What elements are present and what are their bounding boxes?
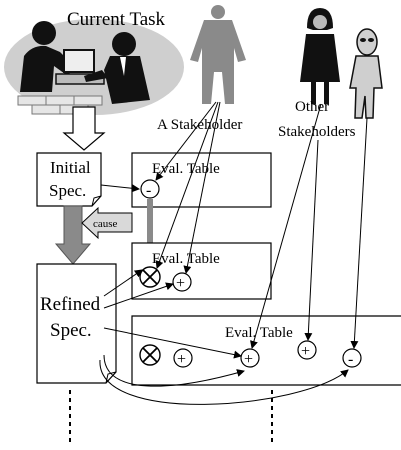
- eval-table-2-title: Eval. Table: [152, 251, 220, 267]
- other-stakeholders-line1: Other: [295, 99, 329, 115]
- crossed-circle-x-icon: [142, 347, 158, 363]
- minus-symbol-1: -: [146, 182, 151, 199]
- initial-to-refined-arrow: [54, 205, 92, 265]
- initial-spec-dog-ear: [91, 195, 102, 207]
- refined-to-cross-arrow: [103, 269, 143, 297]
- plus-symbol-table3-b: +: [244, 351, 253, 368]
- minus-symbol-table3: -: [348, 351, 353, 368]
- alien-to-minus-arrow: [350, 117, 368, 349]
- man-shirt-icon: [120, 57, 126, 76]
- current-task-illustration: Current Task: [4, 9, 184, 115]
- man-body-icon: [104, 56, 150, 104]
- initial-spec-line2: Spec.: [49, 181, 86, 200]
- stakeholder-to-plus-arrow: [183, 101, 221, 274]
- spec-to-minus-arrow: [100, 184, 140, 193]
- crossed-circle-x-icon: [142, 269, 158, 285]
- woman-to-plus3-arrow: [250, 103, 322, 349]
- eval-table-3: [131, 315, 401, 386]
- plus-circle-icon: [172, 272, 192, 292]
- stakeholder-figure-icon: [190, 5, 246, 104]
- others-to-plus-arrow: [304, 139, 319, 341]
- stakeholder-to-cross-arrow: [155, 101, 219, 269]
- refined-spec-line1: Refined: [40, 294, 101, 315]
- other-stakeholders-line2: Stakeholders: [278, 124, 356, 140]
- woman-head-icon: [32, 21, 56, 45]
- plus-symbol-table3-a: +: [177, 351, 186, 368]
- minus-circle-icon: [342, 348, 362, 368]
- computer-keyboard-icon: [55, 73, 105, 85]
- a-stakeholder-label: A Stakeholder: [157, 117, 242, 133]
- man-arm-icon: [84, 70, 108, 82]
- connector-arrows: [99, 101, 368, 405]
- task-to-spec-arrow: [62, 106, 106, 151]
- refined-to-plus-arrow: [103, 282, 174, 309]
- refined-spec-document: [36, 263, 117, 384]
- woman-body-icon: [20, 45, 74, 92]
- eval-table-1: [131, 152, 272, 208]
- refined-curve-to-minus3: [99, 359, 349, 405]
- cause-label: cause: [93, 218, 118, 230]
- man-head-icon: [112, 32, 136, 56]
- initial-spec-line1: Initial: [50, 158, 91, 177]
- other-stakeholder-woman-icon: [300, 8, 340, 104]
- initial-spec-document: [36, 152, 102, 207]
- stakeholder-to-minus-arrow: [155, 101, 217, 181]
- eval-table-3-title: Eval. Table: [225, 325, 293, 341]
- other-stakeholder-alien-icon: [349, 28, 383, 119]
- plus-symbol-table3-c: +: [301, 343, 310, 360]
- refined-spec-line2: Spec.: [50, 320, 92, 341]
- refined-to-plus3-arrow: [103, 327, 242, 359]
- cause-arrow: [81, 206, 133, 240]
- refined-curve-to-plus3: [103, 354, 245, 387]
- computer-monitor-icon: [63, 49, 95, 73]
- minus-to-cross-connector: [147, 199, 153, 252]
- minus-circle-icon: [140, 179, 160, 199]
- plus-circle-icon: [173, 348, 193, 368]
- plus-symbol-table2: +: [176, 275, 185, 292]
- plus-circle-icon: [297, 340, 317, 360]
- current-task-label: Current Task: [67, 9, 166, 30]
- eval-table-1-title: Eval. Table: [152, 161, 220, 177]
